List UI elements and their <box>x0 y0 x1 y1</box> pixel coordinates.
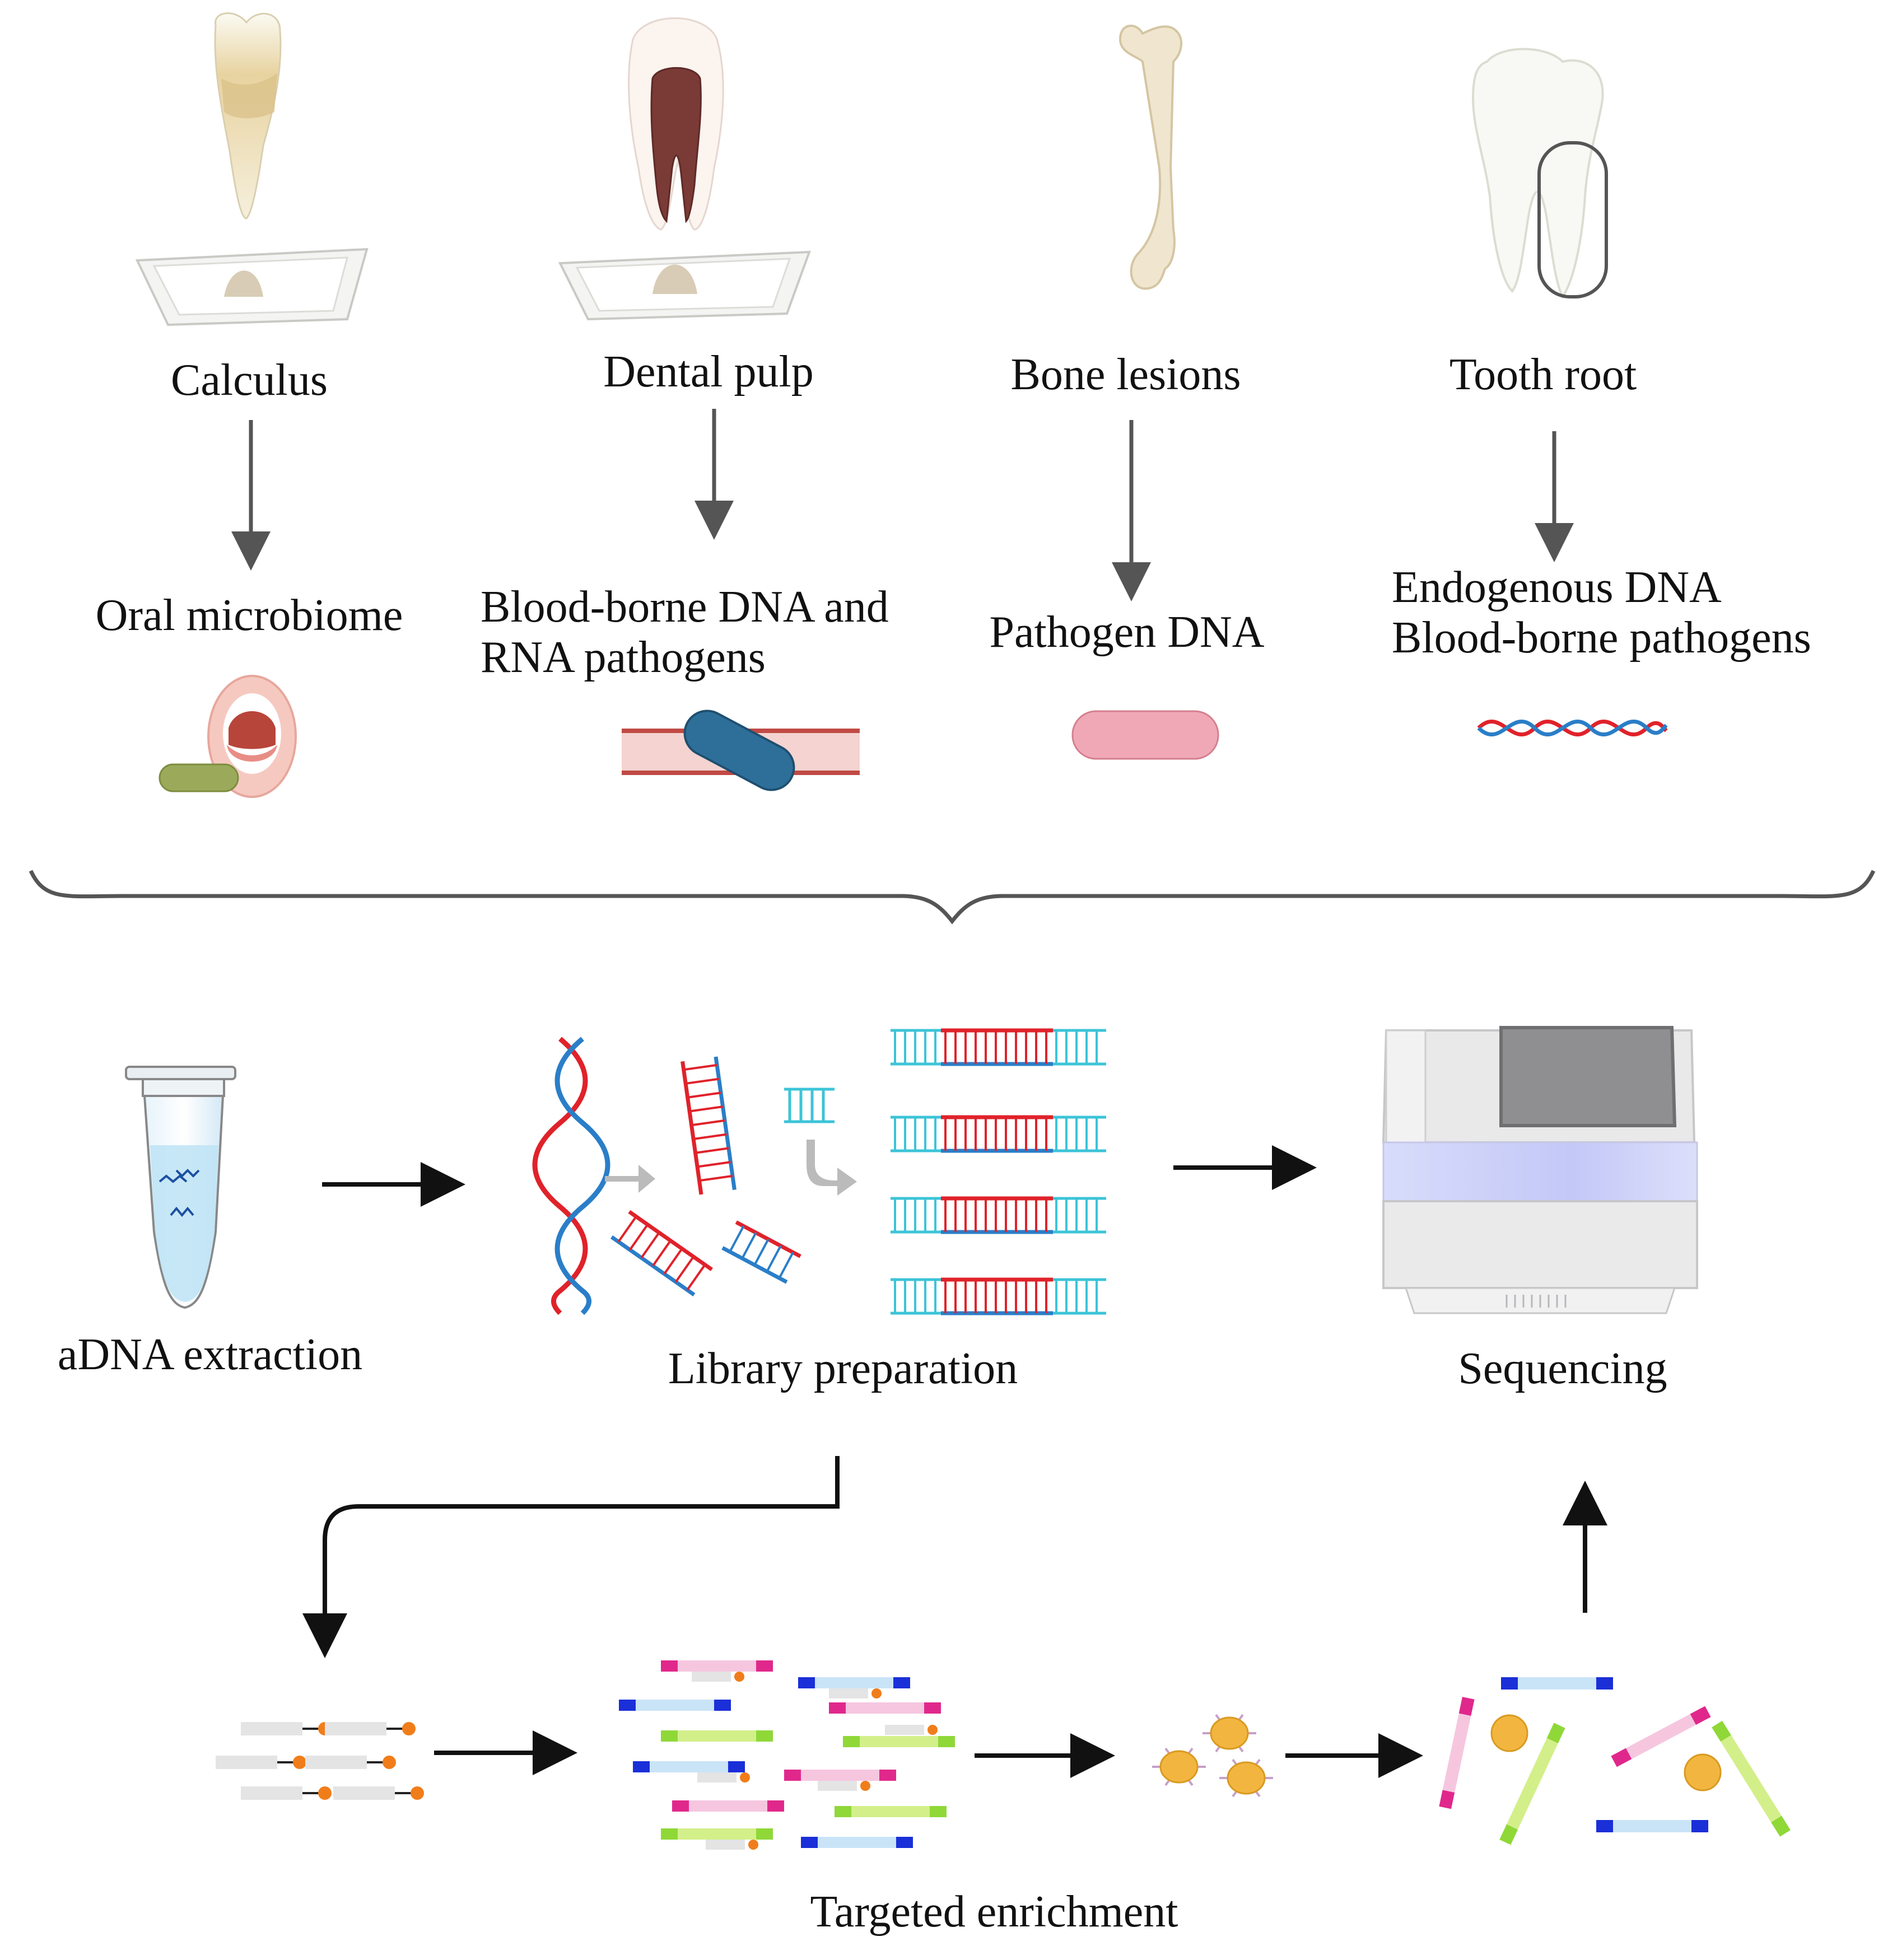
dental-pulp-tooth-icon <box>628 17 724 231</box>
adapter-icon <box>784 1088 835 1123</box>
library-fragment <box>619 1700 731 1711</box>
label-targeted-enrichment: Targeted enrichment <box>810 1887 1178 1936</box>
bait-probe <box>333 1786 424 1800</box>
calculus-tooth-icon <box>214 12 282 220</box>
library-molecule <box>891 1196 1106 1234</box>
streptavidin-beads <box>1152 1714 1273 1798</box>
library-molecule <box>891 1028 1106 1066</box>
library-fragment <box>843 1736 955 1747</box>
library-fragment <box>661 1828 773 1840</box>
label-tooth-root: Tooth root <box>1449 350 1637 399</box>
label-blood-borne-line1: Blood-borne DNA and <box>481 582 889 632</box>
library-molecule <box>891 1277 1106 1315</box>
label-blood-borne-line2: RNA pathogens <box>481 633 766 682</box>
pathogen-bacterium-icon <box>1071 710 1219 760</box>
dna-helix-icon <box>1477 719 1668 737</box>
library-fragment <box>835 1806 947 1817</box>
tube-icon <box>125 1066 236 1309</box>
gray-process-arrows <box>605 1140 857 1196</box>
label-pathogen-dna: Pathogen DNA <box>989 608 1265 657</box>
library-fragment <box>801 1837 913 1848</box>
top-arrows <box>231 409 1574 601</box>
bound-bait <box>706 1840 758 1850</box>
bacterium-green-icon <box>159 763 239 792</box>
library-fragment <box>798 1677 910 1688</box>
label-endogenous-line2: Blood-borne pathogens <box>1392 613 1811 662</box>
library-molecule <box>891 1115 1106 1153</box>
bait-probe <box>241 1786 332 1800</box>
captured-complexes-icon <box>1439 1677 1791 1845</box>
library-fragment <box>661 1660 773 1672</box>
bead <box>1202 1714 1256 1753</box>
bound-bait <box>697 1772 750 1782</box>
grouping-brace <box>29 870 1876 925</box>
label-dental-pulp: Dental pulp <box>603 347 814 396</box>
tooth-root-icon <box>1471 48 1608 299</box>
connector-to-enrichment <box>302 1456 840 1658</box>
library-fragment <box>784 1770 896 1781</box>
label-library-preparation: Library preparation <box>668 1344 1018 1393</box>
sequencer-icon <box>1382 1026 1698 1314</box>
bound-bait <box>885 1725 938 1735</box>
label-bone-lesions: Bone lesions <box>1010 350 1241 399</box>
library-molecules <box>891 1028 1106 1315</box>
sample-tray-pulp-icon <box>558 250 811 321</box>
label-endogenous-line1: Endogenous DNA <box>1392 563 1722 612</box>
library-fragment <box>829 1702 941 1714</box>
library-fragment <box>633 1761 745 1772</box>
label-oral-microbiome: Oral microbiome <box>95 591 403 640</box>
label-adna-extraction: aDNA extraction <box>57 1330 363 1379</box>
bait-probe <box>216 1756 306 1769</box>
bound-bait <box>818 1781 870 1791</box>
bead <box>1219 1758 1273 1798</box>
bound-bait <box>692 1672 744 1682</box>
blood-vessel-bacterium-icon <box>622 710 860 791</box>
sample-tray-calculus-icon <box>135 248 369 326</box>
bead <box>1152 1747 1206 1786</box>
library-fragment <box>672 1800 784 1812</box>
bait-probe <box>241 1722 332 1735</box>
bound-bait <box>829 1688 882 1698</box>
mixed-library <box>619 1660 955 1850</box>
library-dna-helix-icon <box>532 1037 610 1315</box>
label-sequencing: Sequencing <box>1458 1344 1667 1393</box>
label-calculus: Calculus <box>171 356 328 405</box>
bone-icon <box>1118 25 1183 290</box>
dna-fragments-icon <box>610 1056 801 1296</box>
capture-baits <box>216 1722 424 1800</box>
bait-probe <box>305 1756 396 1769</box>
library-fragment <box>661 1730 773 1742</box>
bait-probe <box>325 1722 416 1735</box>
